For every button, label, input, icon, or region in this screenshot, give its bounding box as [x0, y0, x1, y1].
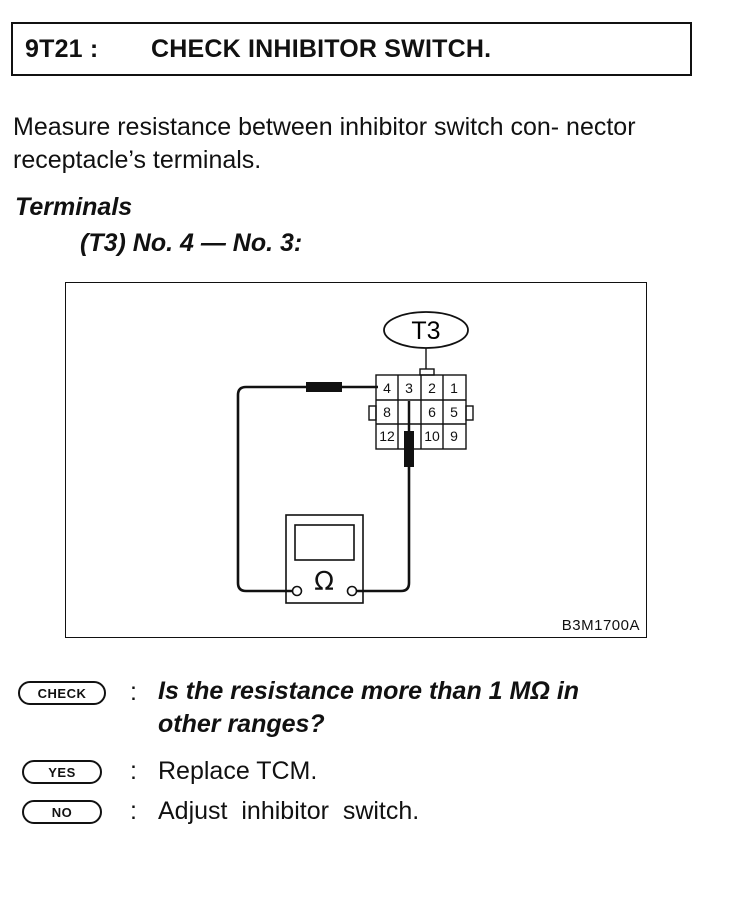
section-code: 9T21 :	[25, 34, 99, 63]
meter-lead-left	[236, 385, 306, 593]
check-question: Is the resistance more than 1 MΩ in othe…	[158, 675, 579, 741]
connector-side-tab-right	[465, 405, 474, 421]
probe-terminal-3	[404, 401, 414, 467]
ohm-symbol: Ω	[314, 567, 334, 597]
ohmmeter-display	[294, 524, 355, 561]
pin-label: 4	[383, 380, 391, 396]
connector-t3	[368, 374, 474, 450]
check-colon: :	[130, 678, 137, 706]
connector-label: T3	[411, 317, 440, 345]
pin-label: 5	[450, 404, 458, 420]
probe-terminal-4	[306, 382, 378, 392]
check-question-line1: Is the resistance more than 1 MΩ in	[158, 677, 580, 705]
yes-colon: :	[130, 757, 137, 785]
wiring-diagram: T3 4 3 2 1 8 6 5 12 10 9	[65, 282, 647, 638]
figure-id: B3M1700A	[561, 617, 640, 634]
section-title-box: 9T21 : CHECK INHIBITOR SWITCH.	[11, 22, 692, 76]
ohmmeter-terminal-right	[346, 585, 358, 597]
connector-latch	[419, 368, 435, 376]
connector-side-tab-left	[368, 405, 377, 421]
ohmmeter-body	[285, 514, 364, 604]
pin-label: 6	[428, 404, 436, 420]
pin-label: 3	[405, 380, 413, 396]
no-action: Adjust inhibitor switch.	[158, 797, 420, 825]
pin-label: 2	[428, 380, 436, 396]
pin-label: 10	[424, 428, 440, 444]
no-colon: :	[130, 797, 137, 825]
yes-action: Replace TCM.	[158, 757, 318, 785]
ohmmeter	[285, 514, 364, 604]
wiring-diagram-svg: T3 4 3 2 1 8 6 5 12 10 9	[236, 311, 474, 604]
pin-label: 8	[383, 404, 391, 420]
meter-lead-right	[356, 467, 411, 593]
instruction-text: Measure resistance between inhibitor swi…	[13, 113, 636, 174]
check-badge: CHECK	[18, 681, 106, 705]
terminals-heading: Terminals	[15, 193, 133, 221]
ohmmeter-terminal-left	[291, 585, 303, 597]
no-badge: NO	[22, 800, 102, 824]
pin-label: 9	[450, 428, 458, 444]
section-title: CHECK INHIBITOR SWITCH.	[151, 34, 492, 63]
terminals-spec: (T3) No. 4 — No. 3:	[80, 229, 303, 257]
pin-label: 12	[379, 428, 395, 444]
check-question-line2: other ranges?	[158, 710, 325, 738]
yes-badge: YES	[22, 760, 102, 784]
pin-label: 1	[450, 380, 458, 396]
